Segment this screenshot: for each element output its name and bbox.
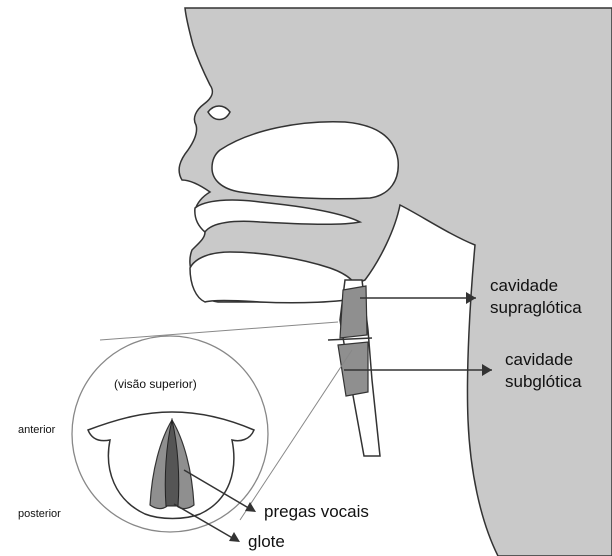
- inset-connector-top: [100, 322, 338, 340]
- supraglottic-label-line1: cavidade: [490, 276, 558, 296]
- anterior-label: anterior: [18, 424, 55, 437]
- subglottic-label-line2: subglótica: [505, 372, 582, 392]
- supraglottic-cavity: [340, 286, 367, 338]
- subglottic-label-line1: cavidade: [505, 350, 573, 370]
- posterior-label: posterior: [18, 508, 61, 521]
- supraglottic-label-line2: supraglótica: [490, 298, 582, 318]
- subglottic-cavity: [338, 342, 368, 396]
- vocal-folds-label: pregas vocais: [264, 502, 369, 522]
- glottis-label: glote: [248, 532, 285, 552]
- superior-view-label: (visão superior): [114, 378, 197, 392]
